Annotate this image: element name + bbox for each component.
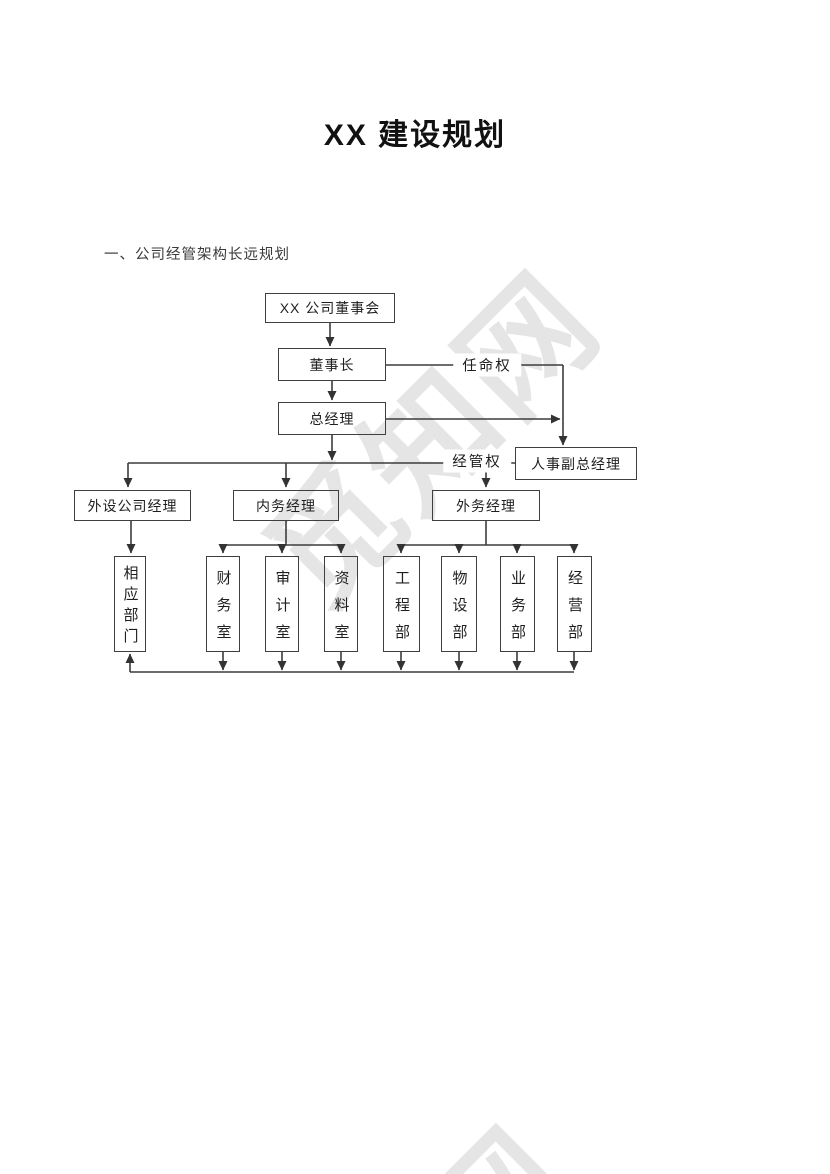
node-label: 相应部门: [121, 565, 139, 649]
node-hr-deputy-gm: 人事副总经理: [515, 447, 637, 480]
node-materials-equipment-dept: 物设部: [441, 556, 477, 652]
edge-label-appointment-right: 任命权: [453, 353, 521, 377]
section-heading: 一、公司经管架构长远规划: [104, 247, 290, 263]
edge-label-management-right: 经管权: [443, 449, 511, 473]
node-general-manager: 总经理: [278, 402, 386, 435]
watermark-bottom: 觅知网: [189, 1079, 604, 1174]
node-board-of-directors: XX 公司董事会: [265, 293, 395, 323]
node-label: 资料室: [332, 569, 350, 651]
node-label: 物设部: [450, 569, 468, 651]
node-corresponding-departments: 相应部门: [114, 556, 146, 652]
node-engineering-dept: 工程部: [383, 556, 420, 652]
node-label: 财务室: [214, 569, 232, 651]
node-label: 工程部: [393, 569, 410, 651]
node-label: 业务部: [509, 569, 526, 651]
node-label: 审计室: [273, 569, 291, 651]
node-finance-office: 财务室: [206, 556, 240, 652]
node-audit-office: 审计室: [265, 556, 299, 652]
node-label: 经营部: [566, 569, 583, 651]
document-title: XX 建设规划: [323, 119, 507, 152]
node-internal-affairs-manager: 内务经理: [233, 490, 339, 521]
node-business-dept: 业务部: [500, 556, 535, 652]
node-operations-dept: 经营部: [557, 556, 592, 652]
node-external-affairs-manager: 外务经理: [432, 490, 540, 521]
node-archives-office: 资料室: [324, 556, 358, 652]
node-external-company-manager: 外设公司经理: [74, 490, 191, 521]
node-chairman: 董事长: [278, 348, 386, 381]
